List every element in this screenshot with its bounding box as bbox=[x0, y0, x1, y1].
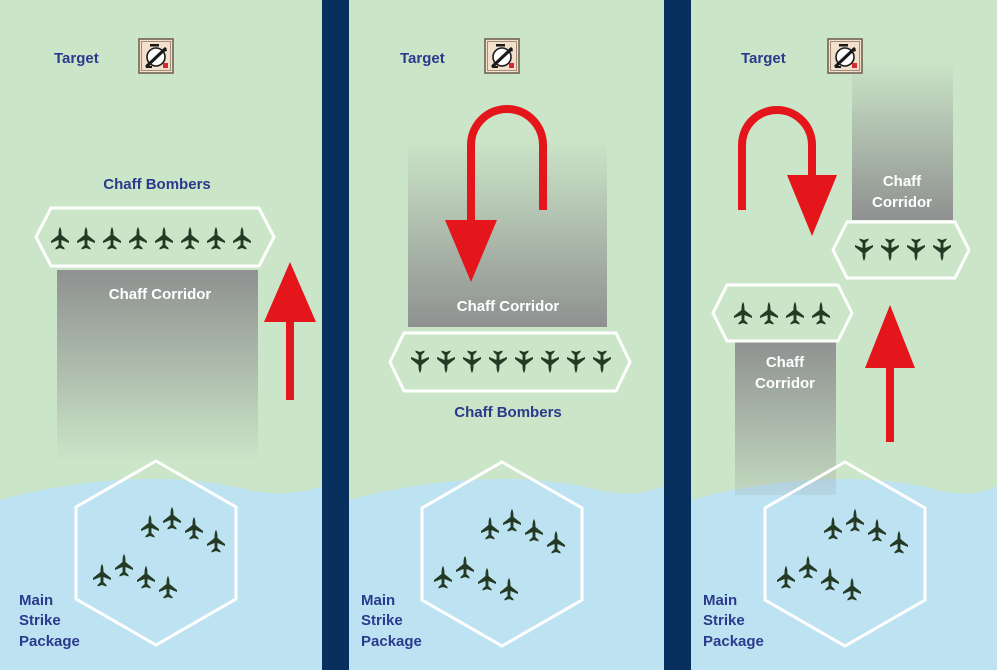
target-label: Target bbox=[400, 50, 445, 67]
water-area bbox=[0, 478, 322, 670]
movement-arrow-icon bbox=[865, 305, 915, 442]
movement-arrow-icon bbox=[445, 105, 547, 282]
svg-text:Main: Main bbox=[361, 592, 395, 609]
target-icon bbox=[484, 38, 520, 74]
bomber-formation bbox=[831, 220, 971, 280]
target-label: Target bbox=[741, 50, 786, 67]
svg-text:Strike: Strike bbox=[19, 612, 61, 629]
strike-package-hexagon bbox=[763, 460, 927, 648]
chaff-corridor-label: Chaff Corridor bbox=[457, 298, 560, 315]
panel-divider bbox=[664, 0, 691, 670]
chaff-corridor bbox=[735, 340, 836, 495]
chaff-corridor-label: Corridor bbox=[755, 375, 815, 392]
panel-1: Target Chaff Bombers Chaff Corridor bbox=[0, 0, 322, 670]
movement-arrow-icon bbox=[738, 106, 837, 236]
chaff-bombers-label: Chaff Bombers bbox=[454, 404, 562, 421]
chaff-corridor bbox=[852, 60, 953, 220]
svg-text:Package: Package bbox=[703, 633, 764, 650]
movement-arrow-icon bbox=[264, 262, 316, 400]
svg-text:Main: Main bbox=[703, 592, 737, 609]
panel-2: Target Chaff Corridor Chaff Bombers bbox=[349, 0, 664, 670]
chaff-corridor-label: Chaff bbox=[883, 173, 922, 190]
strike-package-hexagon bbox=[74, 459, 238, 647]
chaff-corridor-label: Chaff bbox=[766, 354, 805, 371]
bomber-formation bbox=[388, 331, 632, 393]
water-area bbox=[691, 478, 997, 670]
target-label: Target bbox=[54, 50, 99, 67]
main-strike-package-label: Main Strike Package bbox=[19, 592, 80, 650]
chaff-bombers-label: Chaff Bombers bbox=[103, 176, 211, 193]
panel-3: Target Chaff Corridor Chaff Corridor bbox=[691, 0, 997, 670]
bomber-formation bbox=[711, 283, 854, 343]
chaff-corridor bbox=[408, 140, 607, 327]
chaff-corridor bbox=[57, 270, 258, 462]
svg-text:Main: Main bbox=[19, 592, 53, 609]
svg-text:Package: Package bbox=[361, 633, 422, 650]
svg-text:Strike: Strike bbox=[361, 612, 403, 629]
svg-text:Package: Package bbox=[19, 633, 80, 650]
panel-divider bbox=[322, 0, 349, 670]
strike-package-hexagon bbox=[420, 460, 584, 648]
water-area bbox=[349, 478, 664, 670]
main-strike-package-label: Main Strike Package bbox=[361, 592, 422, 650]
target-icon bbox=[138, 38, 174, 74]
chaff-corridor-label: Corridor bbox=[872, 194, 932, 211]
svg-text:Strike: Strike bbox=[703, 612, 745, 629]
chaff-corridor-label: Chaff Corridor bbox=[109, 286, 212, 303]
bomber-formation bbox=[34, 206, 276, 268]
main-strike-package-label: Main Strike Package bbox=[703, 592, 764, 650]
